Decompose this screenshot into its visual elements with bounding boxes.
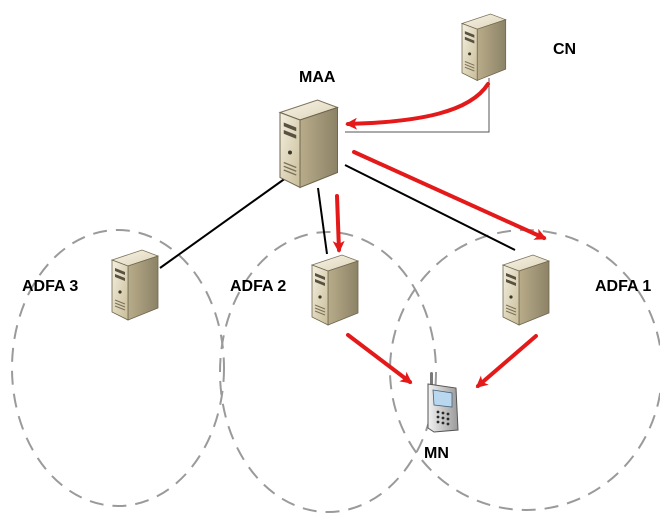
server-icon xyxy=(311,254,359,326)
arrow-adfa2-to-mn xyxy=(346,333,413,384)
label-adfa3: ADFA 3 xyxy=(22,278,78,295)
label-adfa2: ADFA 2 xyxy=(230,278,286,295)
link-cn-maa xyxy=(345,78,490,133)
label-adfa1: ADFA 1 xyxy=(595,278,651,295)
arrow-adfa1-to-mn xyxy=(475,334,538,388)
node-labels: CN MAA ADFA 3 ADFA 2 ADFA 1 MN xyxy=(22,41,651,462)
wired-links xyxy=(159,78,516,269)
arrow-cn-to-maa xyxy=(345,82,490,130)
mobile-phone-icon xyxy=(427,372,459,433)
arrow-maa-to-adfa2 xyxy=(332,194,345,253)
server-icon xyxy=(461,13,507,81)
adfa3-server xyxy=(111,249,159,321)
cell-adfa3 xyxy=(11,229,225,507)
link-maa-adfa3 xyxy=(159,174,291,269)
server-icon xyxy=(111,249,159,321)
cn-server xyxy=(461,13,507,81)
adfa1-server xyxy=(502,254,550,326)
server-icon xyxy=(279,99,339,189)
signal-arrows xyxy=(332,82,547,388)
maa-server xyxy=(279,99,339,189)
link-maa-adfa1 xyxy=(344,164,516,251)
label-maa: MAA xyxy=(299,69,336,86)
label-mn: MN xyxy=(424,445,449,462)
adfa2-server xyxy=(311,254,359,326)
server-icon xyxy=(502,254,550,326)
cell-adfa2 xyxy=(219,231,437,513)
mn-device xyxy=(427,372,459,433)
link-maa-adfa2 xyxy=(317,187,328,255)
label-cn: CN xyxy=(553,41,576,58)
arrow-maa-to-adfa1 xyxy=(352,150,547,240)
